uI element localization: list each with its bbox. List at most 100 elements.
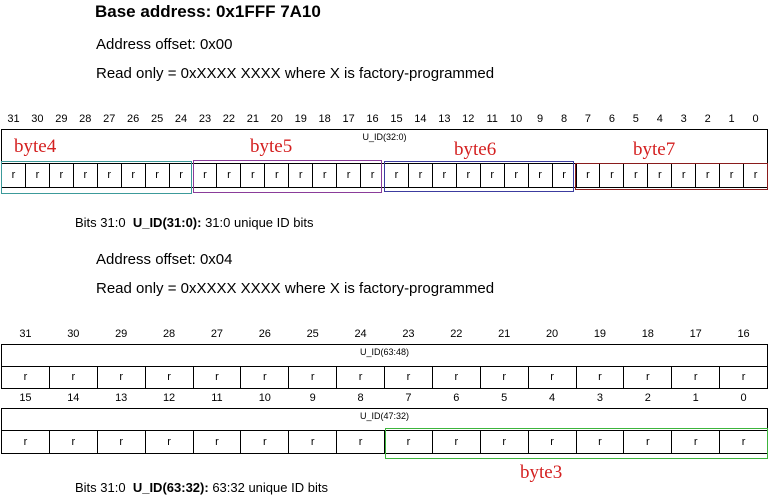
access-cell: r xyxy=(216,162,242,188)
access-cell: r xyxy=(24,162,50,188)
access-cell: r xyxy=(144,162,170,188)
bit-number: 4 xyxy=(549,392,556,404)
bit-number: 20 xyxy=(270,112,283,125)
access-cell: r xyxy=(288,365,338,389)
bit-number: 7 xyxy=(405,392,412,404)
access-cell: r xyxy=(623,429,673,454)
reg1-lower-field-row: U_ID(47:32) xyxy=(1,407,768,431)
bit-number: 28 xyxy=(79,112,92,125)
bit-number: 5 xyxy=(632,112,639,125)
access-cell: r xyxy=(72,162,98,188)
access-cell: r xyxy=(240,365,290,389)
bit-number: 4 xyxy=(656,112,663,125)
access-cell: r xyxy=(48,365,98,389)
byte7-label: byte7 xyxy=(633,139,676,160)
access-cell: r xyxy=(144,429,194,454)
access-cell: r xyxy=(240,162,266,188)
access-cell: r xyxy=(479,365,529,389)
access-cell: r xyxy=(168,162,194,188)
access-cell: r xyxy=(192,162,218,188)
access-cell: r xyxy=(264,162,290,188)
access-cell: r xyxy=(120,162,146,188)
access-cell: r xyxy=(96,429,146,454)
access-cell: r xyxy=(312,162,338,188)
access-cell: r xyxy=(671,162,697,188)
bit-number: 3 xyxy=(596,392,603,404)
reg0-desc-field: U_ID(31:0): xyxy=(132,215,202,230)
access-cell: r xyxy=(1,365,50,389)
reg0-access-note: Read only = 0xXXXX XXXX where X is facto… xyxy=(96,65,495,82)
bit-number: 11 xyxy=(486,112,498,125)
access-cell: r xyxy=(384,429,433,454)
bit-number: 22 xyxy=(222,112,236,125)
base-address-title: Base address: 0x1FFF 7A10 xyxy=(95,2,321,21)
access-cell: r xyxy=(743,162,768,188)
bit-number: 1 xyxy=(728,112,735,125)
reg0-desc-bits: Bits 31:0 xyxy=(75,215,126,230)
bit-number: 17 xyxy=(342,112,355,125)
access-cell: r xyxy=(479,429,529,454)
bit-number: 18 xyxy=(641,327,654,340)
byte5-label: byte5 xyxy=(250,136,293,157)
access-cell: r xyxy=(671,429,721,454)
reg1-upper-field-row: U_ID(63:48) xyxy=(1,343,768,367)
access-cell: r xyxy=(336,429,385,454)
access-cell: r xyxy=(455,162,481,188)
bit-number: 9 xyxy=(537,112,544,125)
access-cell: r xyxy=(431,365,481,389)
access-cell: r xyxy=(479,162,505,188)
reg1-desc-bits: Bits 31:0 xyxy=(75,480,126,495)
access-cell: r xyxy=(48,429,98,454)
reg1-lower-field-name: U_ID(47:32) xyxy=(1,407,768,431)
reg0-bits-description: Bits 31:0 U_ID(31:0): 31:0 unique ID bit… xyxy=(75,215,313,230)
access-cell: r xyxy=(527,162,553,188)
access-cell: r xyxy=(575,162,601,188)
bit-number: 13 xyxy=(438,112,451,125)
bit-number: 21 xyxy=(498,327,511,340)
bit-number: 0 xyxy=(752,112,759,125)
byte4-label: byte4 xyxy=(14,136,57,157)
access-cell: r xyxy=(719,365,768,389)
access-cell: r xyxy=(192,365,242,389)
bit-number: 9 xyxy=(309,392,316,404)
bit-number: 6 xyxy=(453,392,460,404)
bit-number: 2 xyxy=(704,112,711,125)
access-cell: r xyxy=(431,429,481,454)
bit-number: 8 xyxy=(560,112,568,125)
access-cell: r xyxy=(336,365,385,389)
reg0-desc-text: 31:0 unique ID bits xyxy=(205,215,314,230)
bit-number: 15 xyxy=(390,112,403,125)
bit-number: 27 xyxy=(103,112,116,125)
reg1-access-note: Read only = 0xXXXX XXXX where X is facto… xyxy=(96,280,495,297)
bit-number: 28 xyxy=(162,327,176,340)
bit-number: 22 xyxy=(450,327,463,340)
bit-number: 14 xyxy=(414,112,427,125)
bit-number: 26 xyxy=(258,327,271,340)
access-cell: r xyxy=(1,429,50,454)
bit-number: 21 xyxy=(246,112,259,125)
bit-number: 20 xyxy=(545,327,559,340)
bit-number: 29 xyxy=(55,112,68,125)
access-cell: r xyxy=(575,365,625,389)
bit-number: 15 xyxy=(19,392,32,404)
bit-number: 10 xyxy=(258,392,271,404)
byte6-label: byte6 xyxy=(454,139,497,160)
access-cell: r xyxy=(360,162,385,188)
access-cell: r xyxy=(384,162,409,188)
access-cell: r xyxy=(623,162,649,188)
reg1-address-offset: Address offset: 0x04 xyxy=(96,251,233,268)
bit-number: 18 xyxy=(318,112,331,125)
reg1-desc-text: 63:32 unique ID bits xyxy=(212,480,328,495)
access-cell: r xyxy=(719,162,745,188)
access-cell: r xyxy=(288,429,338,454)
access-cell: r xyxy=(671,365,721,389)
bit-number: 0 xyxy=(740,392,747,404)
access-cell: r xyxy=(575,429,625,454)
bit-number: 19 xyxy=(593,327,607,340)
bit-number: 5 xyxy=(501,392,508,404)
